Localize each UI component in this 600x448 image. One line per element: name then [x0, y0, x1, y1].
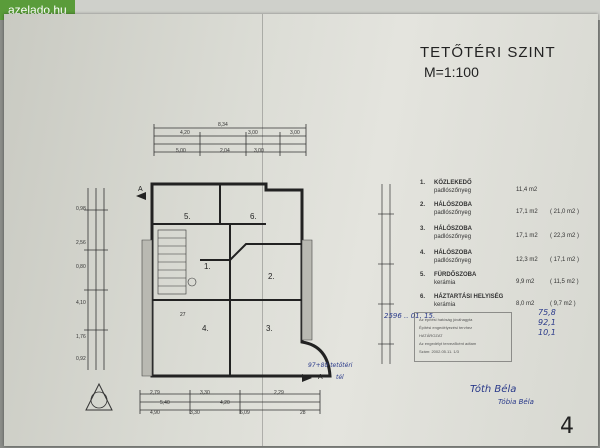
- legend-dimension-column: [378, 184, 394, 364]
- dim-top-6: 3,00: [254, 148, 264, 154]
- dim-bottom-5: 4,20: [220, 400, 230, 406]
- handwritten-note-2: tél: [336, 374, 344, 381]
- page-fold: [262, 14, 263, 446]
- dim-bottom-8: 6,09: [240, 410, 250, 416]
- dim-bottom-6: 4,90: [150, 410, 160, 416]
- signature-2: Tóbia Béla: [498, 398, 534, 406]
- handwritten-sum-1: 75,8: [538, 308, 556, 317]
- sheet-scale: M=1:100: [424, 64, 479, 80]
- approval-stamp: Az építési hatóság jóváhagyta Építési en…: [414, 312, 512, 362]
- dim-top-5: 2,04: [220, 148, 230, 154]
- stamp-line: HATÁROZAT: [419, 333, 443, 338]
- room-number-6: 6.: [250, 212, 257, 221]
- signature-1: Tóth Béla: [470, 384, 517, 395]
- sheet-title: TETŐTÉRI SZINT: [420, 44, 556, 61]
- dim-top-2: 3,00: [248, 130, 258, 136]
- dim-left-1: 0,98: [76, 206, 86, 212]
- dim-bottom-7: 3,30: [190, 410, 200, 416]
- dim-left-2: 2,56: [76, 240, 86, 246]
- room-number-3: 3.: [266, 324, 273, 333]
- dim-top-4: 5,00: [176, 148, 186, 154]
- dim-top-3: 3,00: [290, 130, 300, 136]
- handwritten-sum-3: 10,1: [538, 328, 556, 337]
- round-stamp-mark: [85, 382, 113, 411]
- dim-bottom-3: 2,29: [274, 390, 284, 396]
- stamp-line: Az engedélyt tervezőként adtam: [419, 341, 477, 346]
- dim-left-4: 4,10: [76, 300, 86, 306]
- dim-bottom-2: 3,30: [200, 390, 210, 396]
- stamp-line: Az építési hatóság jóváhagyta: [419, 317, 473, 322]
- room-number-1: 1.: [204, 262, 211, 271]
- stamp-line: Szám: 2002.05.11. 1/3: [419, 349, 459, 354]
- floor-plan: [84, 124, 332, 414]
- dim-left-6: 0,92: [76, 356, 86, 362]
- handwritten-note: 97+80 tetőtéri: [308, 362, 353, 369]
- dim-top-total: 8,34: [218, 122, 228, 128]
- stamp-line: Építési engedélyezési tervhez: [419, 325, 473, 330]
- handwritten-sum-2: 92,1: [538, 318, 556, 327]
- section-mark-a2: A: [318, 374, 323, 381]
- dim-top-1: 4,20: [180, 130, 190, 136]
- dim-left-5: 1,76: [76, 334, 86, 340]
- section-mark-a1: A: [138, 186, 143, 193]
- room-number-5: 5.: [184, 212, 191, 221]
- dim-bottom-1: 2,79: [150, 390, 160, 396]
- dim-left-3: 0,80: [76, 264, 86, 270]
- room-number-2: 2.: [268, 272, 275, 281]
- handwritten-date: 2596 .. 01. 15.: [384, 312, 436, 320]
- room-number-4: 4.: [202, 324, 209, 333]
- dim-bottom-9: 28: [300, 410, 306, 416]
- dim-bottom-4: 5,40: [160, 400, 170, 406]
- page-number: 4: [560, 414, 574, 439]
- stair-label: 27: [180, 312, 186, 318]
